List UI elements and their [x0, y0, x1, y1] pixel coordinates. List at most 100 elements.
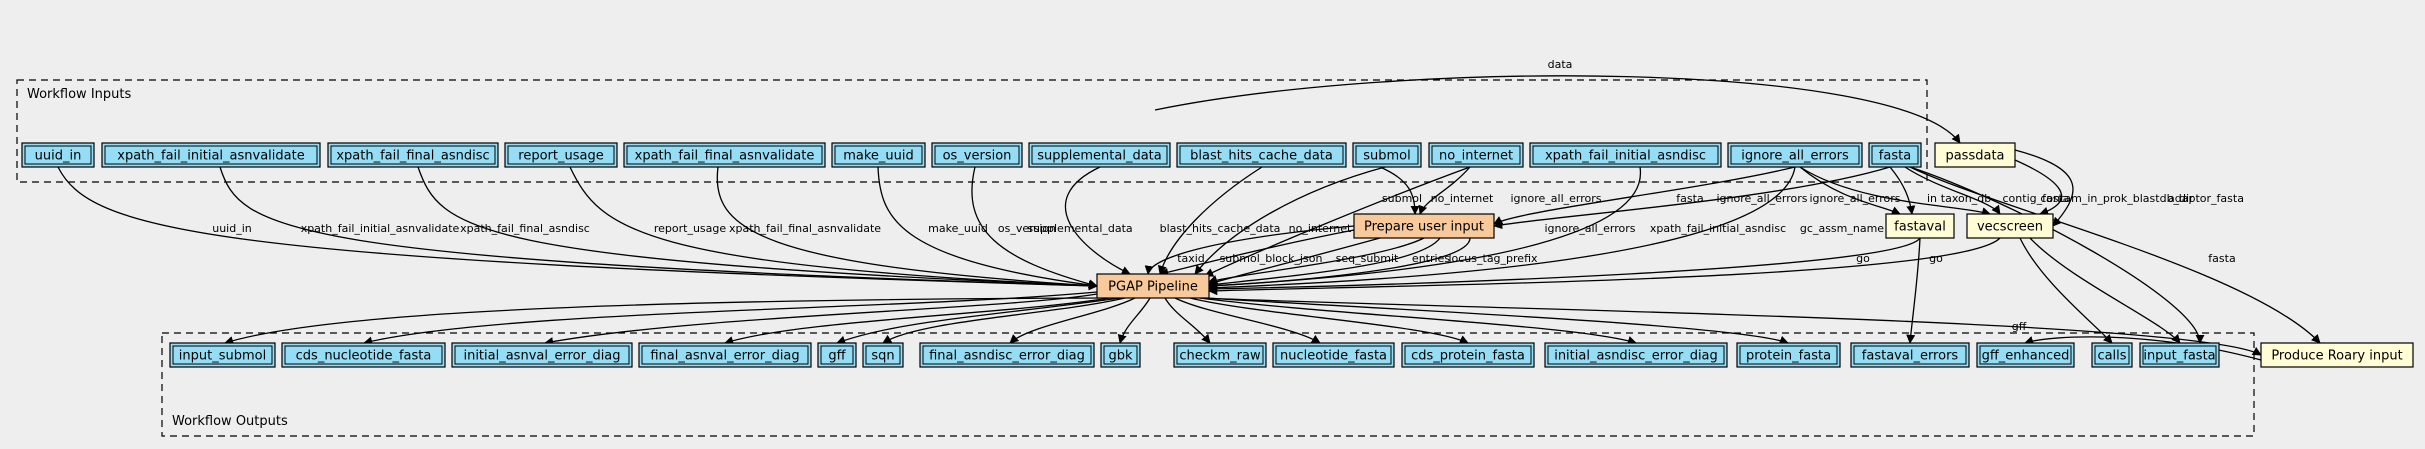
edge: [1194, 166, 1386, 275]
edge-label-no-internet-prep: no_internet: [1431, 192, 1494, 205]
node-label: final_asnval_error_diag: [650, 349, 799, 364]
node-initial-asndisc-error-diag[interactable]: initial_asndisc_error_diag: [1544, 342, 1728, 368]
node-gff-enhanced[interactable]: gff_enhanced: [1976, 342, 2075, 368]
edge-label-entries: entries: [1412, 252, 1450, 265]
node-fastaval-errors[interactable]: fastaval_errors: [1850, 342, 1970, 368]
edge: [1164, 297, 1211, 344]
edge: [1799, 166, 1991, 217]
node-label: supplemental_data: [1037, 149, 1161, 164]
node-cds-nucleotide-fasta[interactable]: cds_nucleotide_fasta: [281, 342, 446, 368]
edge-label-locus-tag-prefix: locus_tag_prefix: [1448, 252, 1538, 265]
edge: [971, 166, 1098, 289]
node-pgap-pipeline[interactable]: PGAP Pipeline: [1096, 273, 1210, 299]
node-label: cds_protein_fasta: [1411, 349, 1525, 364]
workflow-outputs-cluster: [161, 332, 2255, 437]
edge-label-no-internet-pgap: no_internet: [1289, 222, 1352, 235]
edge-label-fasta-prep: fasta: [1676, 192, 1703, 205]
node-checkm-raw[interactable]: checkm_raw: [1173, 342, 1267, 368]
edge-label-go-fastaval: go: [1856, 252, 1870, 265]
edge: [1208, 237, 1921, 294]
edge-label-contig-fasta: contig_fasta: [2003, 192, 2070, 205]
edge: [1418, 166, 1471, 215]
edge: [1493, 166, 1796, 225]
edge-label-taxon-db: taxon_db: [1941, 192, 1991, 205]
edge-label-xpath-fail-initial-asnvalidate: xpath_fail_initial_asnvalidate: [301, 222, 460, 235]
node-fastaval[interactable]: fastaval: [1885, 213, 1955, 239]
node-input-fasta[interactable]: input_fasta: [2139, 342, 2220, 368]
edge: [1799, 166, 1901, 215]
edge: [2019, 237, 2113, 344]
node-final-asndisc-error-diag[interactable]: final_asndisc_error_diag: [919, 342, 1095, 368]
node-uuid-in[interactable]: uuid_in: [21, 142, 95, 168]
node-label: gff_enhanced: [1982, 349, 2070, 364]
node-fasta[interactable]: fasta: [1868, 142, 1922, 168]
edge: [882, 297, 1126, 344]
edge: [2029, 237, 2181, 344]
edge: [224, 297, 1101, 345]
node-label: Prepare user input: [1364, 220, 1484, 235]
node-initial-asnval-error-diag[interactable]: initial_asnval_error_diag: [451, 342, 633, 368]
node-label: xpath_fail_final_asnvalidate: [635, 149, 815, 164]
edge: [363, 291, 1098, 346]
edge: [1906, 237, 1921, 344]
edge-label-gc-assm-name: gc_assm_name: [1800, 222, 1884, 235]
node-produce-roary-input[interactable]: Produce Roary input: [2260, 342, 2414, 368]
node-label: uuid_in: [35, 149, 82, 164]
node-label: os_version: [943, 149, 1012, 164]
edge-label-adaptor-fasta: adaptor_fasta: [2168, 192, 2244, 205]
edge: [1159, 229, 1355, 277]
node-xpath-fail-final-asnvalidate[interactable]: xpath_fail_final_asnvalidate: [623, 142, 826, 168]
node-label: checkm_raw: [1179, 349, 1261, 364]
node-label: sqn: [871, 349, 894, 364]
edge: [544, 293, 1098, 347]
node-label: protein_fasta: [1746, 349, 1831, 364]
edge-label-in: in: [1927, 192, 1937, 205]
node-label: gbk: [1108, 349, 1133, 364]
node-blast-hits-cache-data[interactable]: blast_hits_cache_data: [1176, 142, 1347, 168]
node-sqn[interactable]: sqn: [862, 342, 904, 368]
edge: [1208, 166, 1796, 293]
node-cds-protein-fasta[interactable]: cds_protein_fasta: [1401, 342, 1535, 368]
node-ignore-all-errors[interactable]: ignore_all_errors: [1727, 142, 1863, 168]
edge: [1189, 297, 1469, 344]
node-os-version[interactable]: os_version: [931, 142, 1023, 168]
edge: [569, 166, 1098, 291]
node-make-uuid[interactable]: make_uuid: [831, 142, 926, 168]
edge-label-fasta-roary: fasta: [2208, 252, 2235, 265]
edge: [716, 166, 1098, 291]
node-label: calls: [2097, 349, 2126, 364]
edge: [1208, 237, 1441, 289]
edge: [1174, 297, 1321, 344]
node-input-submol[interactable]: input_submol: [169, 342, 276, 368]
edge: [57, 166, 1098, 291]
edge: [1904, 166, 2001, 215]
node-supplemental-data[interactable]: supplemental_data: [1028, 142, 1171, 168]
node-calls[interactable]: calls: [2091, 342, 2133, 368]
node-passdata[interactable]: passdata: [1934, 142, 2016, 168]
node-final-asnval-error-diag[interactable]: final_asnval_error_diag: [638, 342, 812, 368]
edge: [1117, 297, 1151, 344]
node-no-internet[interactable]: no_internet: [1428, 142, 1524, 168]
edge: [1154, 75, 1961, 144]
node-gff[interactable]: gff: [817, 342, 857, 368]
node-xpath-fail-initial-asnvalidate[interactable]: xpath_fail_initial_asnvalidate: [101, 142, 321, 168]
node-report-usage[interactable]: report_usage: [504, 142, 618, 168]
edge-label-report-usage: report_usage: [654, 222, 727, 235]
node-xpath-fail-final-asndisc[interactable]: xpath_fail_final_asndisc: [327, 142, 499, 168]
node-xpath-fail-initial-asndisc[interactable]: xpath_fail_initial_asndisc: [1529, 142, 1722, 168]
edge-label-gff: gff: [2012, 320, 2027, 333]
edge-label-ignore-all-errors-prep: ignore_all_errors: [1510, 192, 1601, 205]
node-gbk[interactable]: gbk: [1100, 342, 1141, 368]
node-label: nucleotide_fasta: [1280, 349, 1387, 364]
node-submol[interactable]: submol: [1352, 142, 1422, 168]
node-vecscreen[interactable]: vecscreen: [1966, 213, 2054, 239]
edge: [1493, 166, 1891, 230]
node-label: fastaval_errors: [1862, 349, 1959, 364]
edge-label-make-uuid: make_uuid: [928, 222, 988, 235]
edge-label-contam-in-prok-blastdb-dir: contam_in_prok_blastdb_dir: [2040, 192, 2194, 205]
node-prepare-user-input[interactable]: Prepare user input: [1353, 213, 1495, 239]
node-nucleotide-fasta[interactable]: nucleotide_fasta: [1272, 342, 1395, 368]
node-protein-fasta[interactable]: protein_fasta: [1736, 342, 1841, 368]
node-label: input_submol: [179, 349, 266, 364]
edge: [2014, 149, 2074, 227]
